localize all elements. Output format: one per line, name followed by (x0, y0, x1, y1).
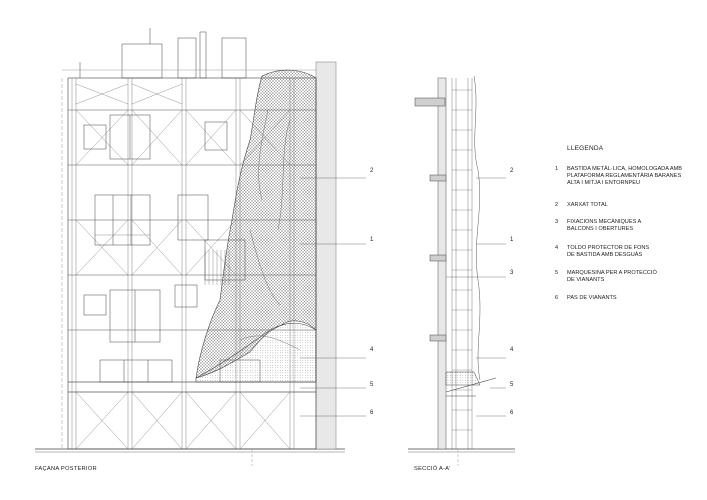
section-callout-4: 4 (510, 347, 514, 353)
elevation-callout-2: 2 (370, 168, 374, 174)
legend-item-number: 1 (555, 166, 559, 172)
elevation-callout-6: 6 (370, 410, 374, 416)
section-callout-5: 5 (510, 382, 514, 388)
section-drawing (408, 75, 515, 466)
elevation-drawing (35, 28, 345, 466)
legend-item-text: XARXAT TOTAL (567, 202, 608, 208)
netting-contours (239, 109, 301, 351)
elevation-caption: FAÇANA POSTERIOR (35, 466, 97, 472)
section-callout-1: 1 (510, 237, 514, 243)
legend-item-text: MARQUESINA PER A PROTECCIÓ DE VIANANTS (567, 270, 657, 283)
section-callout-3: 3 (510, 270, 514, 276)
legend-item-number: 6 (555, 295, 559, 301)
legend-item-number: 5 (555, 270, 559, 276)
section-callout-2: 2 (510, 168, 514, 174)
legend-item-number: 2 (555, 202, 559, 208)
elevation-callout-1: 1 (370, 237, 374, 243)
awning-shape (195, 322, 317, 383)
legend-item-text: FIXACIONS MECÀNIQUES A BALCONS I OBERTUR… (567, 219, 641, 232)
legend-item-text: TOLDO PROTECTOR DE FONS DE BASTIDA AMB D… (567, 245, 650, 258)
legend-item-text: BASTIDA METÀL·LICA, HOMOLOGADA AMB PLATA… (567, 166, 683, 186)
section-callout-6: 6 (510, 410, 514, 416)
legend-item-number: 3 (555, 219, 559, 225)
section-caption: SECCIÓ A-A' (414, 466, 451, 472)
elevation-callout-lines (300, 177, 366, 417)
elevation-callout-5: 5 (370, 382, 374, 388)
legend-title: LLEGENDA (567, 145, 604, 152)
legend-item-number: 4 (555, 245, 559, 251)
elevation-callout-4: 4 (370, 347, 374, 353)
netting-shape (195, 69, 317, 379)
section-callout-lines (446, 177, 506, 417)
legend-item-text: PAS DE VIANANTS (567, 295, 617, 301)
